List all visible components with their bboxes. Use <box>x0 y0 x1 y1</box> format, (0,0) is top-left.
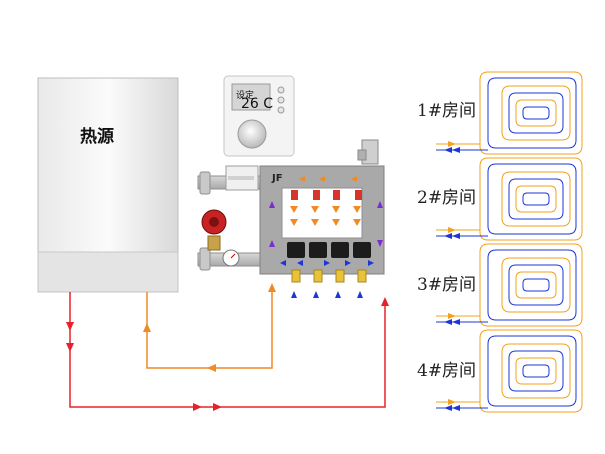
manifold-actuator-1[interactable] <box>287 242 305 258</box>
room-1-heating-coil <box>436 71 583 155</box>
thermostat-button-1[interactable] <box>277 86 285 94</box>
room-4-heating-coil <box>436 329 583 413</box>
manifold-supply-valve-4[interactable] <box>355 190 362 200</box>
manifold-actuator-2[interactable] <box>309 242 327 258</box>
return-flow-arrows <box>143 283 276 372</box>
thermostat <box>223 75 295 157</box>
room-3-label: 3#房间 <box>417 275 477 295</box>
room-3-heating-coil <box>436 243 583 327</box>
room-1-label: 1#房间 <box>417 101 477 121</box>
thermostat-button-3[interactable] <box>277 106 285 114</box>
manifold-supply-valve-2[interactable] <box>313 190 320 200</box>
manifold-label: JF <box>272 173 283 184</box>
thermostat-title: 设定 <box>236 91 255 101</box>
thermostat-button-2[interactable] <box>277 96 285 104</box>
thermostat-knob[interactable] <box>237 119 267 149</box>
room-2-heating-coil <box>436 157 583 241</box>
manifold-supply-valve-1[interactable] <box>291 190 298 200</box>
pump-assembly <box>197 165 261 271</box>
manifold <box>259 139 385 298</box>
return-pipe-orange <box>146 285 273 369</box>
heat-source-label: 热源 <box>80 127 114 147</box>
supply-flow-arrows <box>66 297 389 411</box>
room-4-label: 4#房间 <box>417 361 477 381</box>
manifold-supply-valve-3[interactable] <box>333 190 340 200</box>
heat-source-boiler <box>37 77 179 293</box>
manifold-actuator-4[interactable] <box>353 242 371 258</box>
room-2-label: 2#房间 <box>417 188 477 208</box>
thermostat-display <box>231 83 271 111</box>
thermostat-temperature: 26 C <box>241 96 274 112</box>
manifold-actuator-3[interactable] <box>331 242 349 258</box>
supply-pipe-red <box>69 292 386 408</box>
